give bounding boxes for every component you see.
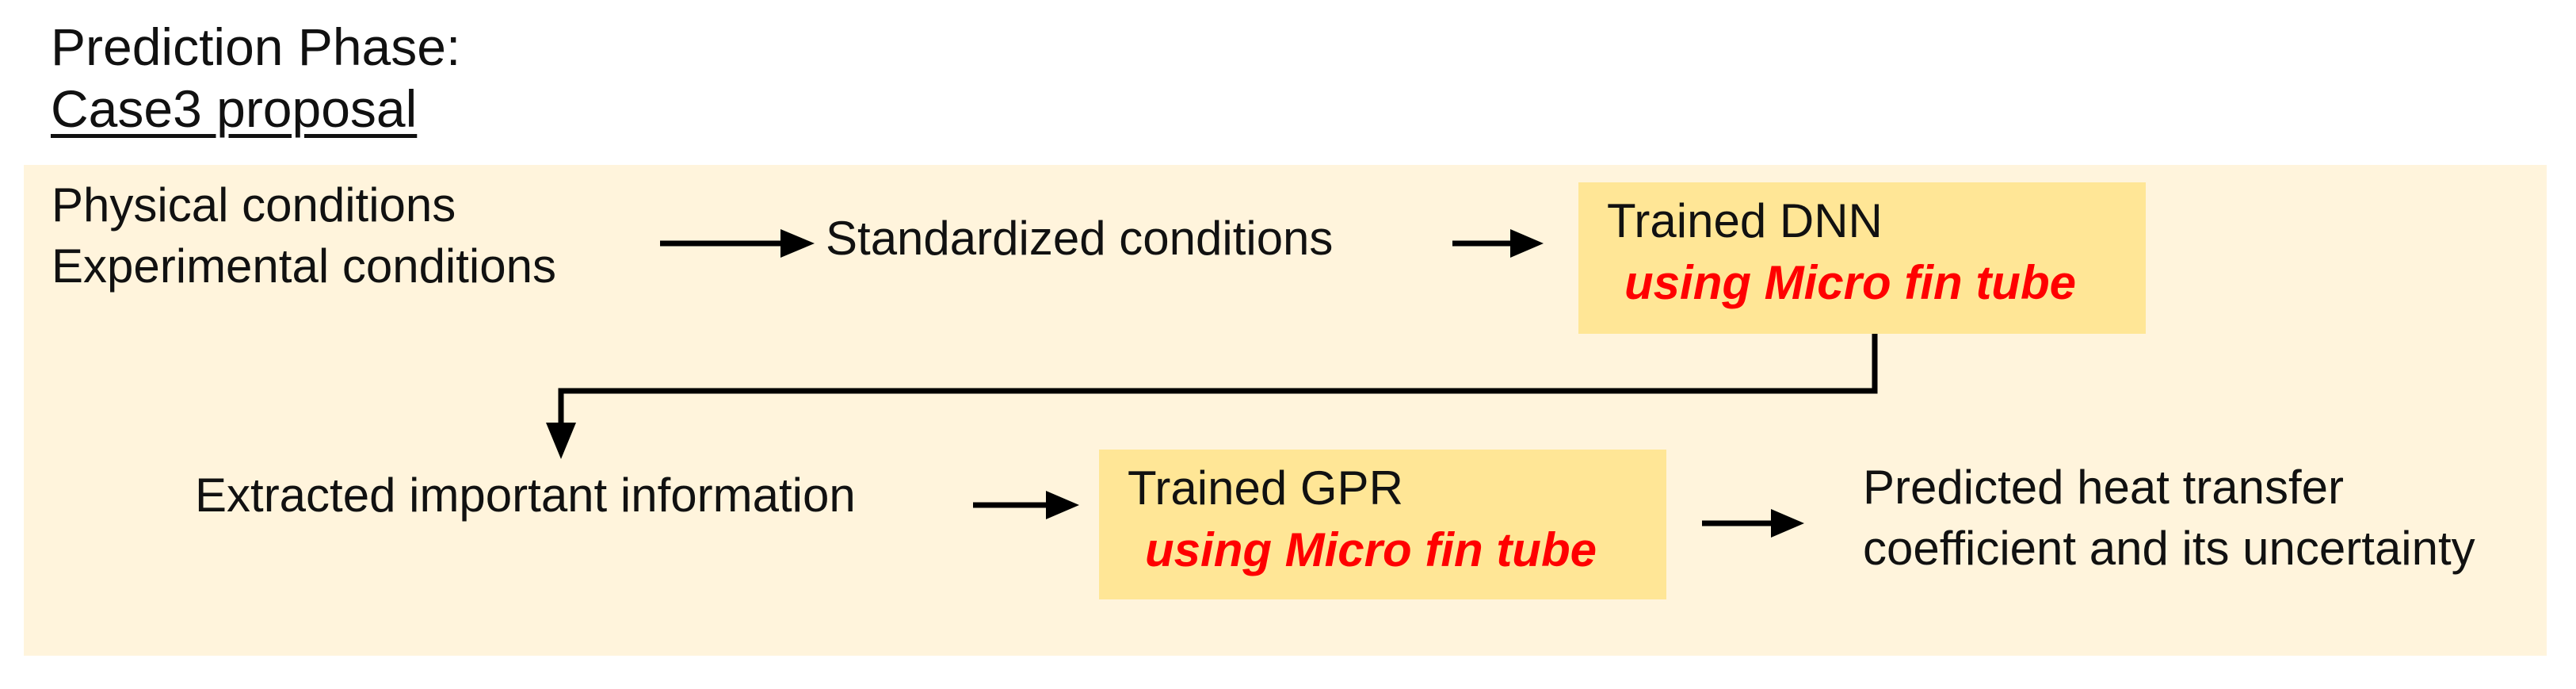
node-input-conditions: Physical conditions Experimental conditi… [52,174,556,297]
arrow-right-icon [660,229,815,258]
node-predicted-output: Predicted heat transfer coefficient and … [1863,457,2475,579]
elbow-connector-arrow-icon [546,334,1878,459]
trained-gpr-title: Trained GPR [1128,461,1403,515]
trained-gpr-note: using Micro fin tube [1145,523,1597,576]
flowchart-panel: Physical conditions Experimental conditi… [24,165,2547,656]
input-conditions-line1: Physical conditions [52,178,456,232]
arrow-right-icon [1702,509,1804,538]
page-title: Prediction Phase: Case3 proposal [51,16,460,140]
node-trained-gpr: Trained GPR using Micro fin tube [1099,450,1666,599]
predicted-output-line1: Predicted heat transfer [1863,461,2345,514]
arrow-right-icon [973,491,1079,519]
title-case-line: Case3 proposal [51,79,418,138]
node-trained-dnn: Trained DNN using Micro fin tube [1578,182,2146,334]
trained-dnn-title: Trained DNN [1607,194,1883,247]
input-conditions-line2: Experimental conditions [52,239,557,293]
node-extracted-information: Extracted important information [195,469,856,522]
title-phase-line: Prediction Phase: [51,17,461,76]
node-standardized-conditions: Standardized conditions [826,212,1334,265]
trained-dnn-note: using Micro fin tube [1624,256,2076,309]
predicted-output-line2: coefficient and its uncertainty [1863,522,2475,575]
arrow-right-icon [1452,229,1544,258]
